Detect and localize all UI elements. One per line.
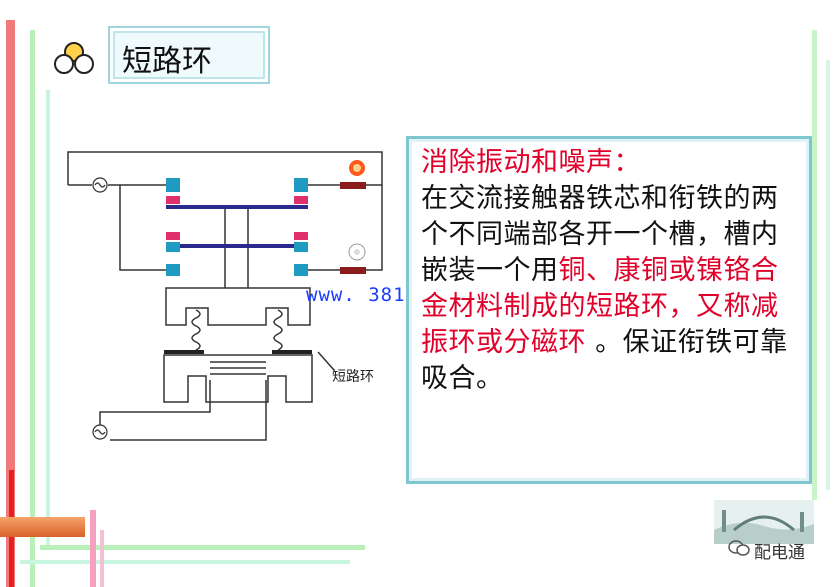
contact-block-left-4	[166, 242, 180, 252]
brand-name: 配电通	[754, 543, 805, 563]
lamp-on-icon	[340, 160, 366, 189]
frame-bar-bottom-orange	[0, 517, 85, 537]
title-box: 短路环	[108, 26, 270, 84]
frame-bar-bottom-green	[40, 545, 365, 550]
wire-coil-left	[99, 380, 211, 425]
explanation-text: 消除振动和噪声： 在交流接触器铁芯和衔铁的两个不同端部各开一个槽，槽内嵌装一个用…	[421, 145, 801, 397]
frame-bar-bottom-pink-vert	[90, 510, 96, 587]
label-pointer	[317, 351, 335, 371]
panel-body-part2: 。保证衔铁可靠吸合。	[421, 327, 788, 394]
frame-bar-bottom-mint	[20, 560, 350, 564]
contact-block-left-1	[166, 178, 180, 192]
wire-left-vertical	[119, 185, 166, 271]
trefoil-icon	[54, 42, 94, 74]
spring-right	[273, 309, 283, 351]
short-ring-left	[164, 350, 204, 354]
ac-source-top	[92, 177, 108, 193]
spring-left	[191, 309, 201, 351]
armature-bar-top	[166, 205, 308, 209]
wire-top-loop	[67, 151, 383, 186]
wechat-icon	[728, 540, 750, 556]
frame-bar-left-pink	[6, 20, 15, 587]
wire-right-lower	[365, 185, 383, 271]
frame-bar-left-green	[30, 30, 35, 587]
contactor-circuit-diagram	[67, 151, 383, 441]
panel-body-part1: 在交流接触器铁芯和衔铁的两个不同端部各开一个槽，槽内嵌装一个用	[421, 183, 779, 286]
contact-block-right-4	[294, 242, 308, 252]
explanation-panel: 消除振动和噪声： 在交流接触器铁芯和衔铁的两个不同端部各开一个槽，槽内嵌装一个用…	[406, 136, 812, 484]
frame-bar-bottom-pink-vert2	[100, 530, 104, 587]
panel-body-red: 铜、康铜或镍铬合金材料制成的短路环，又称减振环或分磁环	[421, 255, 779, 358]
frame-bar-right-green	[812, 30, 817, 500]
scenery-thumbnail	[714, 500, 814, 544]
contact-block-right-1	[294, 178, 308, 192]
contact-block-left-5	[166, 264, 180, 276]
lamp-off-icon	[340, 243, 366, 274]
armature-outline	[165, 287, 311, 326]
contact-block-left-2	[166, 196, 180, 204]
frame-bar-right-mint	[826, 60, 830, 490]
panel-heading: 消除振动和噪声：	[421, 147, 641, 178]
contact-block-right-5	[294, 264, 308, 276]
contact-block-left-3	[166, 232, 180, 240]
contact-block-right-2	[294, 196, 308, 204]
frame-bar-left-mint	[46, 90, 50, 550]
contact-block-right-3	[294, 232, 308, 240]
ac-source-bottom	[92, 424, 108, 440]
page-title: 短路环	[122, 44, 212, 79]
short-ring-right	[272, 350, 312, 354]
wire-coil-right	[110, 380, 267, 441]
core-outline	[163, 354, 313, 403]
short-circuit-ring-label: 短路环	[332, 369, 374, 385]
armature-bar-mid	[166, 244, 308, 248]
